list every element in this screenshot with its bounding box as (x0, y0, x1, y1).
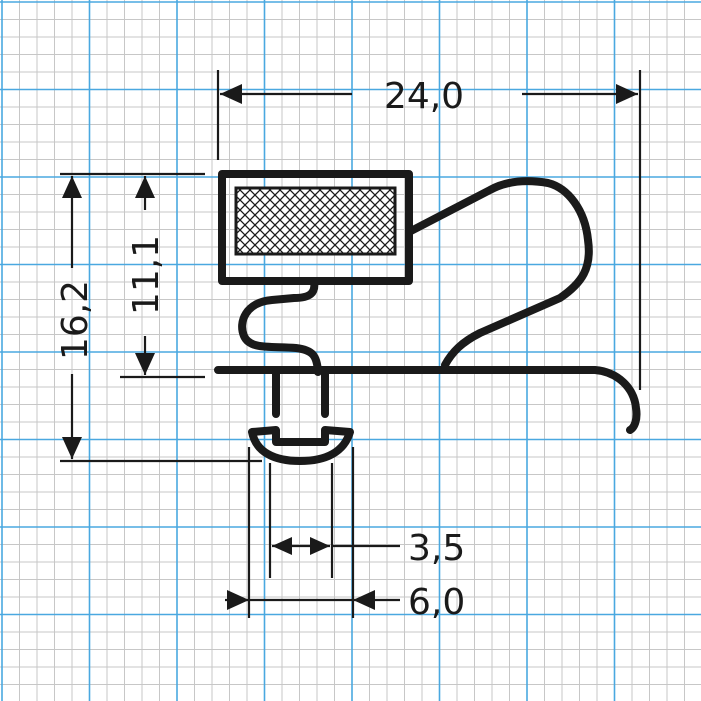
dart-stem (272, 368, 329, 418)
arrowhead-right (353, 590, 375, 610)
arrowhead-top (135, 176, 155, 198)
bellows-fold (238, 277, 322, 376)
bellows-chamber (405, 177, 593, 369)
label-overall-height: 16,2 (55, 280, 96, 360)
arrowhead-right (616, 84, 638, 104)
arrowhead-left (220, 84, 242, 104)
arrowhead-top (62, 176, 82, 198)
dimension-overall-width: 24,0 (216, 70, 642, 390)
magnet-mesh-insert (234, 186, 397, 256)
dimension-upper-height: 11,1 (120, 176, 205, 379)
label-overall-width: 24,0 (384, 76, 464, 117)
arrowhead-right (310, 537, 330, 555)
gasket-profile (214, 170, 641, 465)
dart-head (248, 426, 354, 465)
arrowhead-bottom (62, 437, 82, 459)
arrowhead-bottom (135, 353, 155, 375)
label-outer-width: 6,0 (408, 582, 465, 623)
arrowhead-left (272, 537, 292, 555)
arrowhead-left (227, 590, 249, 610)
base-flange-lip (214, 366, 641, 434)
label-inner-width: 3,5 (408, 528, 465, 569)
dimension-inner-width: 3,5 (268, 463, 465, 578)
dimension-overall-height: 16,2 (55, 172, 262, 463)
dimension-outer-width: 6,0 (225, 447, 465, 623)
label-upper-height: 11,1 (126, 235, 167, 315)
